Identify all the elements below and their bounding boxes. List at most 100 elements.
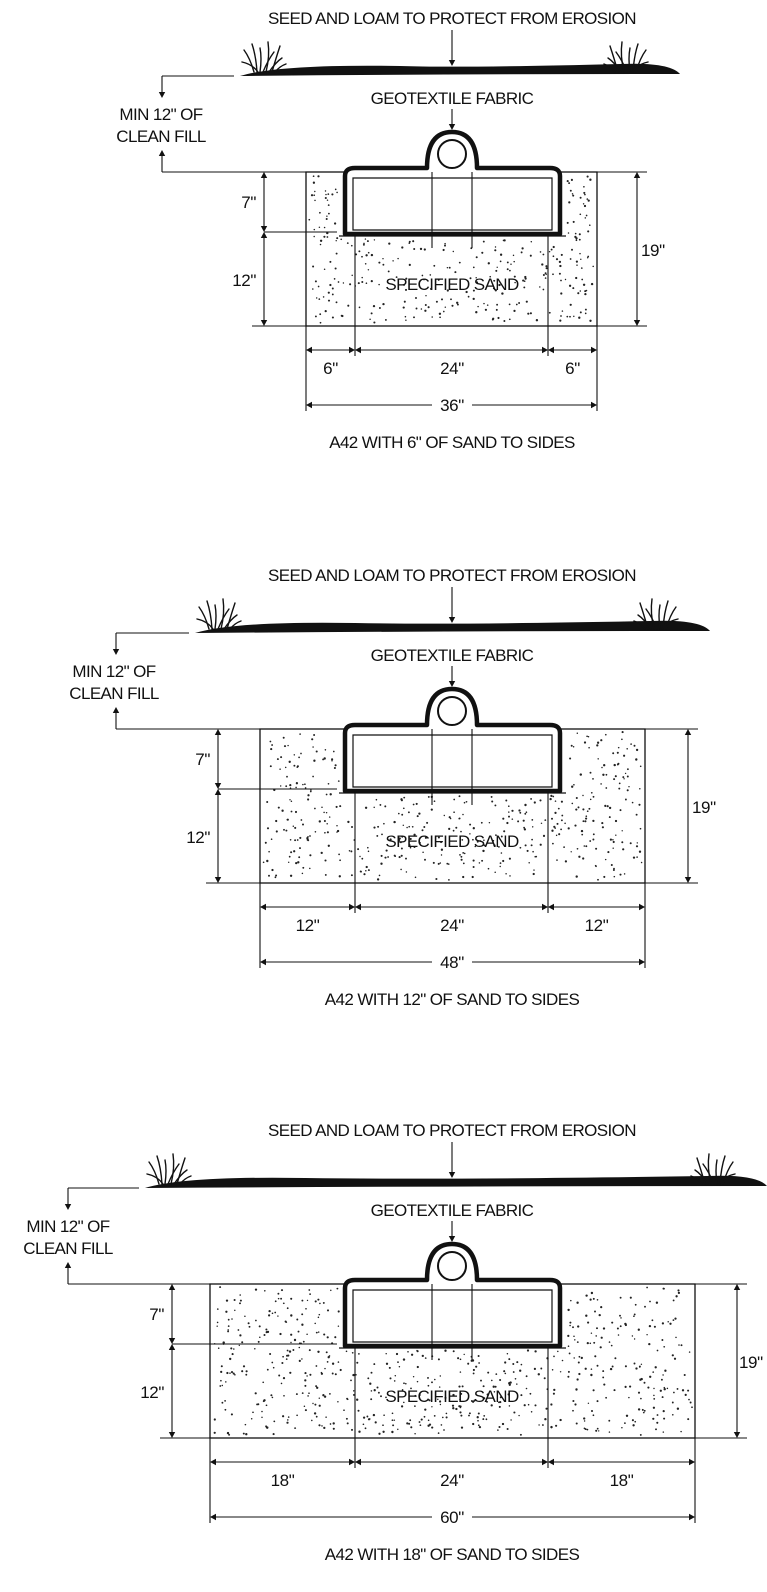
dim-lower-label: 12" — [232, 271, 256, 290]
chamber-inner-wall — [352, 1289, 553, 1343]
grass-blade — [220, 598, 225, 630]
arrowhead — [306, 401, 312, 409]
arrowhead — [158, 150, 166, 156]
grass-blade — [146, 1173, 164, 1185]
arrowhead — [168, 1344, 176, 1350]
distribution-pipe — [437, 139, 467, 169]
specified-sand-label: SPECIFIED SAND — [385, 832, 519, 851]
arrowhead — [633, 320, 641, 326]
clean-fill-label-line2: CLEAN FILL — [23, 1239, 113, 1258]
sand-stipple — [213, 1286, 693, 1436]
sand-stipple — [308, 175, 594, 324]
grass-blade — [243, 49, 255, 73]
arrowhead — [639, 958, 645, 966]
a42-chamber — [342, 686, 563, 794]
dim-total-label-backing — [432, 1507, 472, 1527]
grass-blade — [271, 45, 281, 73]
arrowhead — [684, 729, 692, 735]
grass-tuft — [633, 598, 679, 630]
grass-blade — [707, 1153, 712, 1185]
dim-total-label: 36" — [440, 396, 464, 415]
arrowhead — [448, 1172, 456, 1178]
arrowhead — [689, 1513, 695, 1521]
arrowhead — [64, 1204, 72, 1210]
arrowhead — [633, 172, 641, 178]
arrowhead — [542, 903, 548, 911]
dim-upper-label: 7" — [241, 193, 256, 212]
grass-blade — [632, 43, 639, 73]
grass-blade — [268, 57, 283, 73]
grass-blade — [661, 618, 679, 630]
dim-upper-label: 7" — [195, 750, 210, 769]
seed-loam-label: SEED AND LOAM TO PROTECT FROM EROSION — [268, 9, 636, 28]
clean-fill-label-line2: CLEAN FILL — [69, 684, 159, 703]
specified-sand-label: SPECIFIED SAND — [385, 275, 519, 294]
grass-blade — [274, 63, 287, 73]
grass-blade — [179, 1175, 192, 1185]
grass-tuft — [196, 598, 242, 630]
grass-tuft — [241, 41, 287, 73]
grass-blade — [665, 606, 677, 630]
dim-side-right-label: 6" — [565, 359, 580, 378]
detail-caption: A42 WITH 6" OF SAND TO SIDES — [329, 433, 575, 452]
geotextile-fabric-label: GEOTEXTILE FABRIC — [371, 646, 534, 665]
arrowhead — [733, 1284, 741, 1290]
ground-surface — [240, 63, 680, 76]
arrowhead — [448, 124, 456, 130]
dim-height-label: 19" — [739, 1353, 763, 1372]
grass-blade — [718, 1173, 736, 1185]
arrowhead — [210, 1458, 216, 1466]
arrowhead — [689, 1458, 695, 1466]
dim-center-label: 24" — [440, 1471, 464, 1490]
grass-blade — [229, 620, 242, 630]
grass-blade — [214, 604, 217, 630]
arrowhead — [349, 346, 355, 354]
arrowhead — [260, 172, 268, 178]
grass-blade — [609, 45, 619, 73]
grass-blade — [259, 47, 262, 73]
grass-blade — [251, 43, 258, 73]
distribution-pipe — [437, 696, 467, 726]
arrowhead — [112, 707, 120, 713]
grass-blade — [628, 47, 631, 73]
grass-blade — [603, 63, 616, 73]
dim-upper-label: 7" — [149, 1305, 164, 1324]
dim-height-label: 19" — [692, 798, 716, 817]
dim-height-label: 19" — [641, 241, 665, 260]
grass-blade — [164, 1159, 167, 1185]
dim-side-left-label: 6" — [323, 359, 338, 378]
grass-blade — [639, 602, 649, 630]
dim-side-left-label: 12" — [296, 916, 320, 935]
arrowhead — [214, 877, 222, 883]
dim-side-right-label: 18" — [610, 1471, 634, 1490]
grass-blade — [176, 1157, 186, 1185]
arrowhead — [260, 232, 268, 238]
grass-blade — [633, 620, 646, 630]
arrowhead — [355, 1458, 361, 1466]
detail-section-3: SEED AND LOAM TO PROTECT FROM EROSIONGEO… — [23, 1121, 767, 1564]
grass-blade — [607, 57, 622, 73]
grass-blade — [696, 1157, 706, 1185]
grass-tuft — [690, 1153, 736, 1185]
grass-blade — [694, 1169, 709, 1185]
ground-surface — [145, 1175, 767, 1188]
grass-blade — [196, 618, 214, 630]
ground-surface — [195, 620, 710, 633]
arrowhead — [158, 92, 166, 98]
dim-total-label-backing — [432, 952, 472, 972]
dim-lower-label: 12" — [140, 1383, 164, 1402]
arrowhead — [306, 346, 312, 354]
detail-caption: A42 WITH 12" OF SAND TO SIDES — [325, 990, 580, 1009]
a42-chamber — [342, 1241, 563, 1349]
arrowhead — [733, 1432, 741, 1438]
grass-blade — [241, 61, 259, 73]
arrowhead — [355, 903, 361, 911]
grass-blade — [226, 602, 236, 630]
arrowhead — [542, 1458, 548, 1466]
chamber-inner-wall — [352, 734, 553, 788]
sand-stipple — [262, 731, 643, 881]
grass-blade — [206, 600, 213, 630]
dim-side-right-label: 12" — [585, 916, 609, 935]
grass-blade — [223, 614, 238, 630]
